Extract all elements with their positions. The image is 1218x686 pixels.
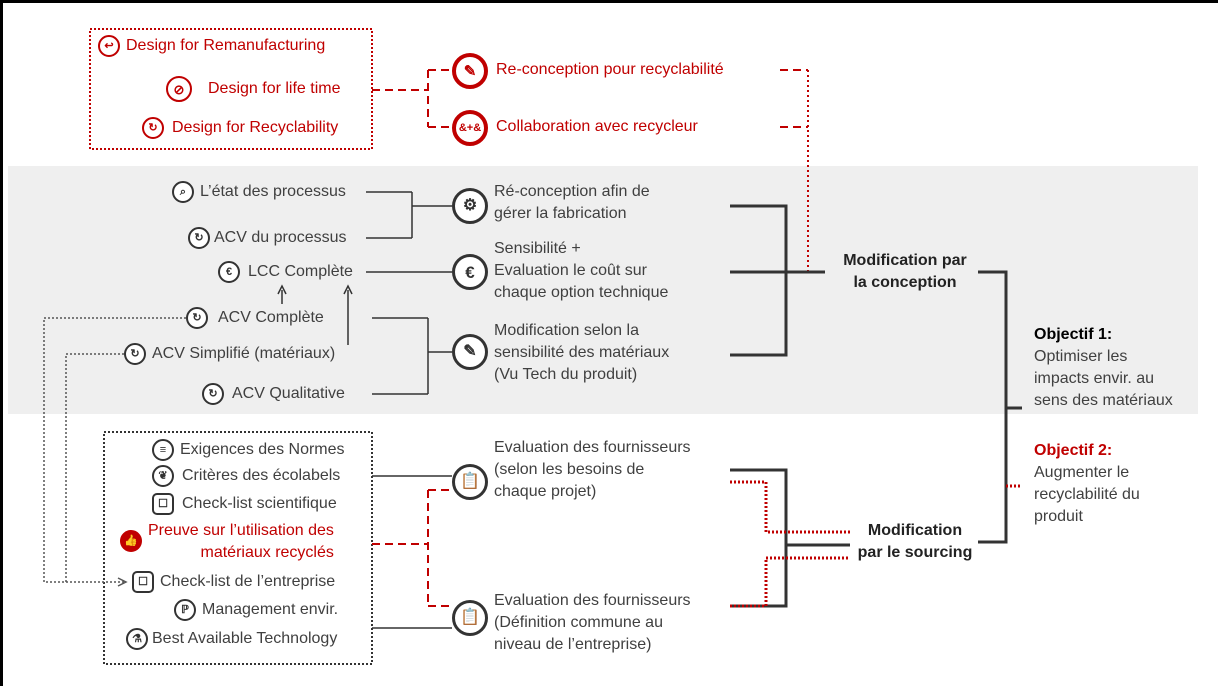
sourcing-item-ecolabels: Critères des écolabels <box>182 467 341 484</box>
red-item-lifetime: Design for life time <box>208 80 341 97</box>
clipboard-icon: 📋 <box>452 600 488 636</box>
conception-item-acv-simplifie: ACV Simplifié (matériaux) <box>152 345 336 362</box>
sourcing-item-checklist-scientifique: Check-list scientifique <box>182 495 337 512</box>
cycle-icon: ↻ <box>186 307 208 329</box>
ecolabel-icon: ❦ <box>152 465 174 487</box>
hub-sourcing: Modification par le sourcing <box>857 522 973 561</box>
checklist-icon: ☐ <box>132 571 154 593</box>
conception-band <box>8 166 1198 414</box>
return-arrow-icon: ↩ <box>98 35 120 57</box>
people-collaboration-icon: &+& <box>452 110 488 146</box>
objective-2-title: Objectif 2: <box>1034 442 1113 459</box>
checklist-icon: ☐ <box>152 493 174 515</box>
conception-action-materiaux: Modification selon la sensibilité des ma… <box>494 322 670 383</box>
conception-item-etat-processus: L’état des processus <box>200 183 346 200</box>
document-lines-icon: ≡ <box>152 439 174 461</box>
conception-item-acv-processus: ACV du processus <box>214 229 347 246</box>
sourcing-item-preuve-recycles: Preuve sur l’utilisation des matériaux r… <box>148 522 334 561</box>
objective-1-text: Optimiser les impacts envir. au sens des… <box>1034 348 1173 409</box>
sourcing-item-normes: Exigences des Normes <box>180 441 345 458</box>
gears-icon: ⚙ <box>452 188 488 224</box>
sourcing-action-projet: Evaluation des fournisseurs (selon les b… <box>494 439 691 500</box>
no-waste-bin-icon: ⊘ <box>166 76 192 102</box>
management-icon: ℙ <box>174 599 196 621</box>
conception-item-acv-complete: ACV Complète <box>218 309 324 326</box>
thumbs-up-icon: 👍 <box>120 530 142 552</box>
red-item-recyclability: Design for Recyclability <box>172 119 339 136</box>
magnifier-icon: ⌕ <box>172 181 194 203</box>
cycle-icon: ↻ <box>188 227 210 249</box>
sourcing-item-bat: Best Available Technology <box>152 630 338 647</box>
objective-2-text: Augmenter le recyclabilité du produit <box>1034 464 1140 525</box>
clipboard-icon: 📋 <box>452 464 488 500</box>
euro-icon: € <box>452 254 488 290</box>
red-item-remanufacturing: Design for Remanufacturing <box>126 37 326 54</box>
hub-conception: Modification par la conception <box>843 252 967 291</box>
conception-item-acv-qualitative: ACV Qualitative <box>232 385 345 402</box>
red-action-reconception: Re-conception pour recyclabilité <box>496 61 724 78</box>
recycle-icon: ↻ <box>142 117 164 139</box>
sourcing-item-management: Management envir. <box>202 601 339 618</box>
euro-icon: € <box>218 261 240 283</box>
conception-action-fabrication: Ré-conception afin de gérer la fabricati… <box>494 183 650 222</box>
sourcing-item-checklist-entreprise: Check-list de l’entreprise <box>160 573 336 590</box>
conception-action-cout: Sensibilité + Evaluation le coût sur cha… <box>494 240 669 301</box>
cycle-icon: ↻ <box>202 383 224 405</box>
cycle-icon: ↻ <box>124 343 146 365</box>
pencil-icon: ✎ <box>452 334 488 370</box>
sourcing-action-entreprise: Evaluation des fournisseurs (Définition … <box>494 592 691 653</box>
flask-icon: ⚗ <box>126 628 148 650</box>
pencil-icon: ✎ <box>452 53 488 89</box>
conception-item-lcc: LCC Complète <box>248 263 353 280</box>
red-action-collaboration: Collaboration avec recycleur <box>496 118 698 135</box>
objective-1-title: Objectif 1: <box>1034 326 1113 343</box>
